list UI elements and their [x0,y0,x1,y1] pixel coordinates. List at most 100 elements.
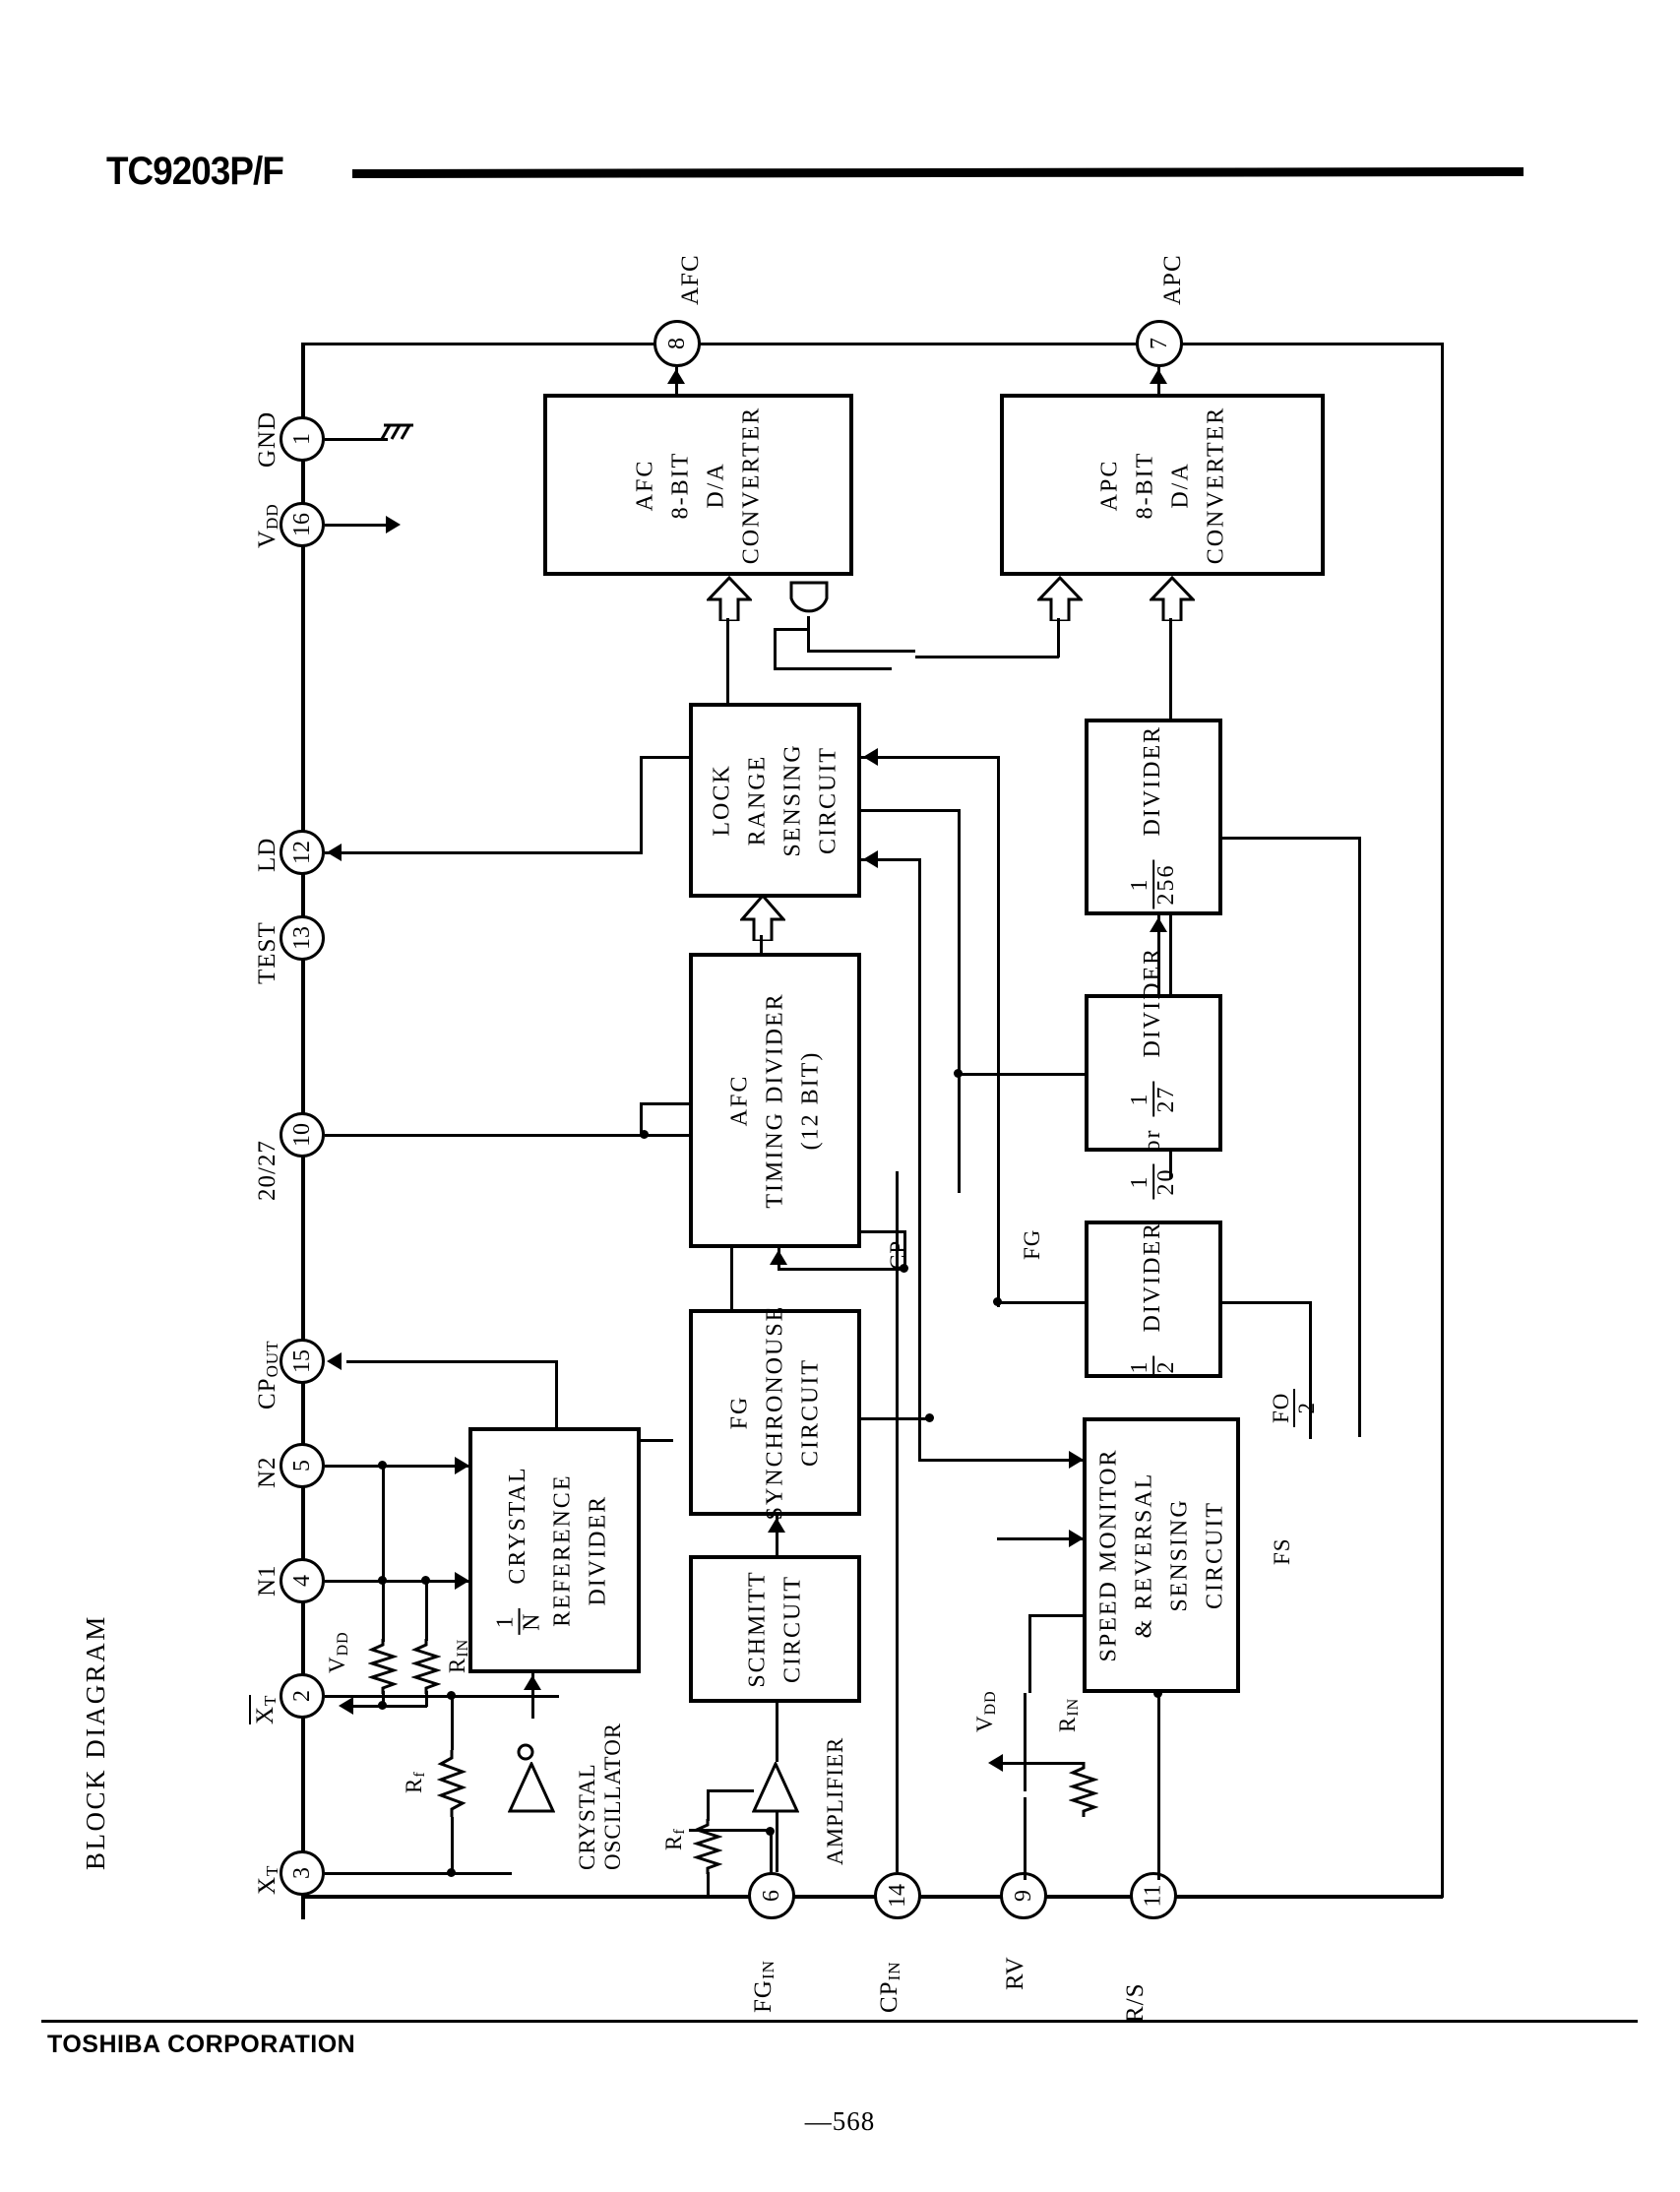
lock-out3-riser [918,858,921,1459]
div256-in-arrow-icon [1150,917,1167,932]
pin-label-rv: RV [1002,1956,1028,1990]
page-title: TC9203P/F [106,150,284,193]
signal-label-rf: Rf [402,1771,428,1793]
pin-circle-12[interactable]: 12 [280,830,325,875]
pin5-arrow-icon [455,1457,469,1474]
pin-circle-15[interactable]: 15 [280,1339,325,1384]
pin10-link [640,1102,691,1105]
schmitt-out [776,1516,778,1555]
div2-in [997,1301,1086,1304]
timing-out2-riser [903,1230,906,1270]
pin-label-test: TEST [254,921,280,984]
pin-circle-11[interactable]: 11 [1130,1872,1177,1919]
timing-out1 [730,1248,733,1307]
osc-out-link [451,1695,559,1698]
vdd-lead [325,524,388,527]
pin-circle-1[interactable]: 1 [280,416,325,462]
pin-circle-5[interactable]: 5 [280,1443,325,1488]
timing-out2-link [778,1268,905,1271]
junction-dot-2027 [954,1069,963,1078]
signal-label-amplifier: AMPLIFIER [823,1736,847,1865]
junction-dot [640,1130,649,1139]
speedmon-in1 [918,1459,1084,1462]
lock-in3-arrow-icon [863,850,878,868]
xtaldiv-in-arrow-icon [524,1675,541,1690]
apc-out-arrow-icon [1150,369,1167,384]
pin-circle-13[interactable]: 13 [280,915,325,961]
junction-dot-div2 [993,1297,1002,1306]
n2-rin-riser [382,1465,385,1642]
lock-out1 [861,756,999,759]
ground-icon [380,421,419,462]
section-title: BLOCK DIAGRAM [81,1614,110,1870]
rin-vdd-lead [344,1705,384,1708]
pin-label-n1: N1 [254,1564,280,1597]
speedmon-in3 [1028,1614,1084,1617]
pin-circle-14[interactable]: 14 [874,1872,921,1919]
resistor-rin3-icon [1068,1762,1099,1822]
gnd-lead [325,438,388,441]
junction-dot-rs [1153,1689,1162,1698]
pin-label-vdd: VDD [254,503,281,548]
rin-vdd-arrow-icon [339,1697,353,1715]
rv-riser [1024,1797,1027,1880]
amp-rf-top [707,1789,754,1792]
div256-in [1157,915,1160,994]
pin-label-afc: AFC [677,254,704,305]
signal-label-vdd1: VDD [325,1631,351,1673]
n1-rin-riser [425,1580,428,1641]
pin-circle-9[interactable]: 9 [1000,1872,1047,1919]
footer-company: TOSHIBA CORPORATION [47,2031,356,2058]
apc-dac-bus-arrow1-icon [1035,575,1085,626]
pin-circle-16[interactable]: 16 [280,502,325,547]
pin-circle-4[interactable]: 4 [280,1558,325,1603]
pin-label-xt-bar: XT [249,1694,280,1724]
lock-out3 [861,858,920,861]
pin-circle-3[interactable]: 3 [280,1850,325,1896]
pin-circle-10[interactable]: 10 [280,1112,325,1158]
pin-circle-6[interactable]: 6 [748,1872,795,1919]
pin-label-2027: 20/27 [254,1140,280,1201]
footer-rule [41,2020,1638,2023]
amp-rf-riser [707,1789,710,1821]
pin-circle-2[interactable]: 2 [280,1673,325,1719]
cp-link [861,1230,905,1233]
vdd-arrow-icon [386,516,401,533]
timing-in2-arrow-icon [770,1250,787,1265]
lock-ld-riser [640,756,643,854]
fgsync-out [730,1289,733,1309]
div2-out-riser [1309,1301,1312,1439]
lock-range-bus-line [760,935,763,955]
resistor-rin2-icon [410,1639,442,1699]
pin5-lead [325,1465,470,1468]
pin-circle-8[interactable]: 8 [653,320,701,367]
fgin-link [689,1829,772,1832]
header-rule [352,167,1524,178]
pin10-lead [325,1134,689,1137]
rv-vdd-arrow-icon [988,1754,1003,1772]
crystal-oscillator-icon [507,1760,556,1822]
ld-arrow-icon [327,844,342,861]
pin-label-ld: LD [254,837,280,872]
bottom-pin-row [301,1895,1443,1899]
junction-dot-cp [900,1264,908,1273]
signal-label-rf2: Rf [661,1828,688,1850]
xt-bar-lead [325,1695,455,1698]
amp-in-line [776,1811,778,1872]
pin-label-n2: N2 [254,1456,280,1488]
pin-circle-7[interactable]: 7 [1136,320,1183,367]
